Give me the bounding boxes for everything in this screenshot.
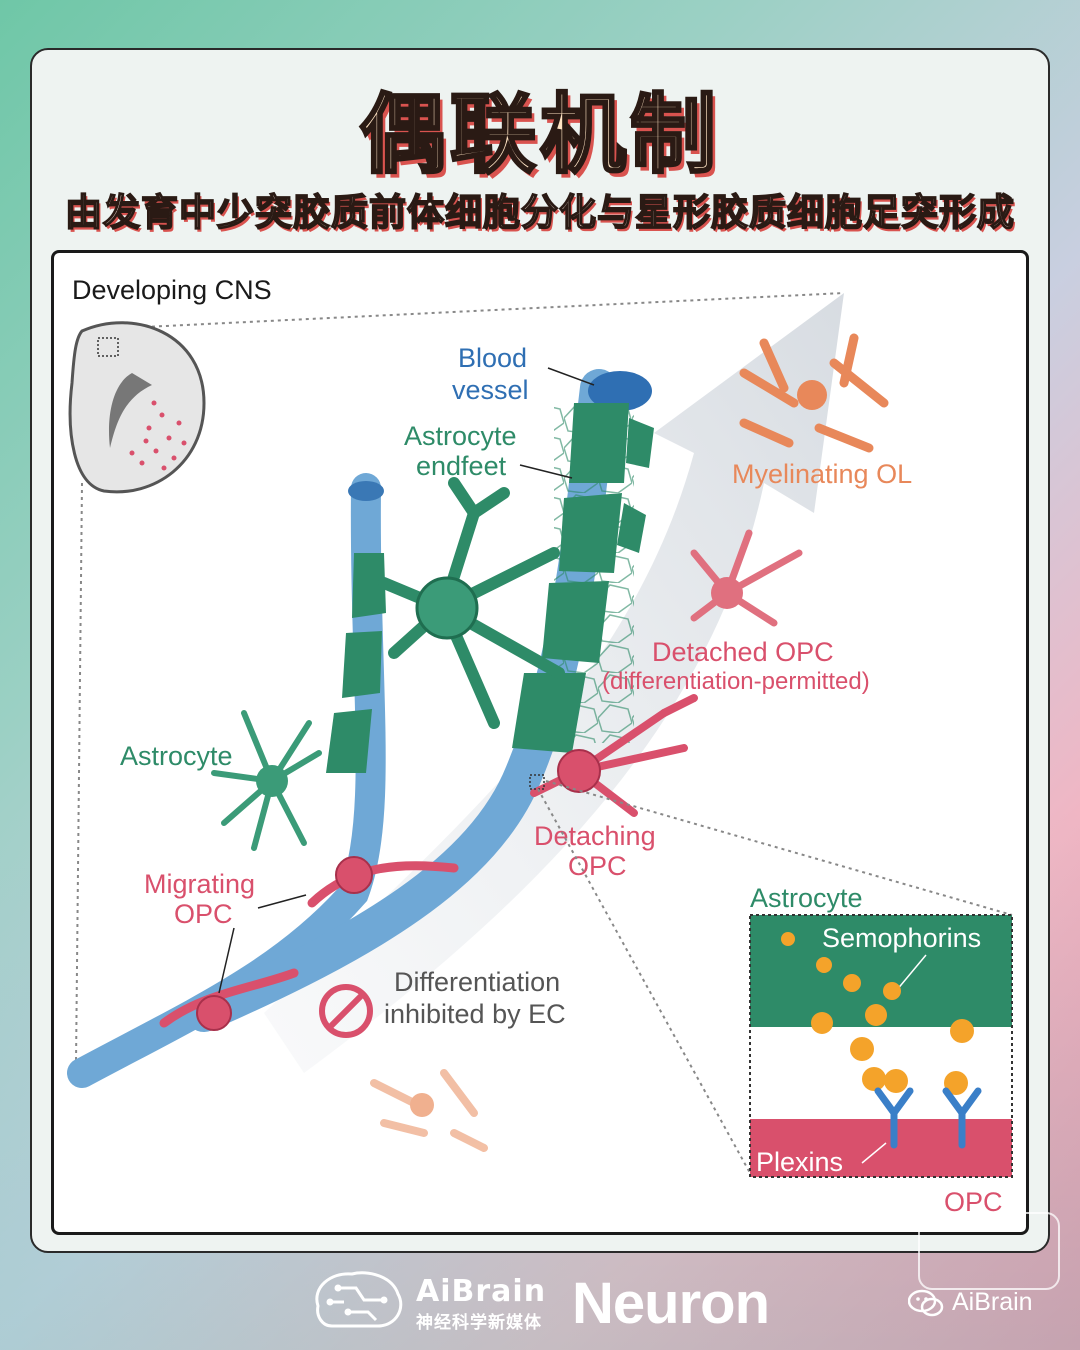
- progression-arrow: [264, 293, 844, 1073]
- wechat-label: AiBrain: [952, 1288, 1033, 1316]
- blood-vessel-pointer: [547, 367, 595, 386]
- journal-name: Neuron: [572, 1271, 770, 1336]
- inhibited-ol-body: [410, 1093, 434, 1117]
- prohibited-icon: [319, 984, 373, 1038]
- plexin-receptors: [874, 1087, 982, 1149]
- mechanism-figure: Developing CNS: [51, 250, 1029, 1235]
- label-blood-vessel-1: Blood: [458, 343, 527, 373]
- endfeet-cell-pattern: [554, 403, 634, 743]
- label-inhibited-1: Differentiation: [394, 967, 560, 997]
- zoom-region-box: [97, 337, 119, 357]
- label-endfeet-1: Astrocyte: [404, 421, 517, 451]
- label-astrocyte: Astrocyte: [120, 741, 233, 771]
- myelinating-ol-body: [797, 380, 827, 410]
- opc-dots: [129, 400, 187, 471]
- ventricle-shape: [108, 373, 152, 448]
- inset-plexins-label: Plexins: [756, 1147, 843, 1177]
- page-subtitle: 由发育中少突胶质前体细胞分化与星形胶质细胞足突形成: [64, 190, 1015, 235]
- cns-section-icon: [68, 321, 206, 494]
- semaphorin-ligands: [781, 932, 974, 1095]
- detaching-zoom-box: [529, 774, 545, 790]
- label-detaching-opc-2: OPC: [568, 851, 627, 881]
- molecular-inset: Astrocyte Semophorins Plexins OPC: [749, 883, 1013, 1217]
- wechat-account: AiBrain: [908, 1288, 1033, 1317]
- inset-semophorins-label: Semophorins: [822, 923, 981, 953]
- migrating-opc-lower: [159, 968, 299, 1031]
- label-blood-vessel-2: vessel: [452, 375, 529, 405]
- central-astrocyte-body: [415, 576, 479, 640]
- label-inhibited-2: inhibited by EC: [384, 999, 566, 1029]
- label-detached-opc-2: (differentiation-permitted): [602, 668, 870, 695]
- inhibited-ol: [370, 1069, 488, 1152]
- label-myelinating-ol: Myelinating OL: [732, 459, 912, 489]
- label-detaching-opc-1: Detaching: [534, 821, 656, 851]
- wechat-icon: [908, 1289, 944, 1316]
- migrating-pointer-lower: [218, 927, 235, 994]
- endfeet-pointer: [519, 464, 573, 479]
- label-migrating-opc-2: OPC: [174, 899, 233, 929]
- label-endfeet-2: endfeet: [416, 451, 507, 481]
- inset-astrocyte-label: Astrocyte: [750, 883, 863, 913]
- corner-watermark: [918, 1212, 1060, 1290]
- label-migrating-opc-1: Migrating: [144, 869, 255, 899]
- migrating-opc-upper: [307, 856, 459, 908]
- brand-name: AiBrain: [416, 1274, 547, 1309]
- zoom-line-left: [75, 482, 83, 1064]
- inset-zoom-line-bottom: [537, 788, 751, 1174]
- myelinating-ol: [739, 333, 889, 453]
- zoom-line-top: [123, 292, 845, 329]
- migrating-pointer-upper: [257, 894, 307, 909]
- mechanism-diagram: Developing CNS: [67, 275, 1013, 1217]
- detached-opc-body: [711, 577, 743, 609]
- side-astrocyte-body: [256, 765, 288, 797]
- panel-title: Developing CNS: [72, 275, 272, 305]
- detaching-opc-body: [557, 749, 601, 793]
- brand-subtitle: 神经科学新媒体: [416, 1313, 542, 1333]
- brain-circuit-icon: [315, 1271, 403, 1328]
- label-detached-opc-1: Detached OPC: [652, 637, 834, 667]
- page-title: 偶联机制: [359, 84, 720, 187]
